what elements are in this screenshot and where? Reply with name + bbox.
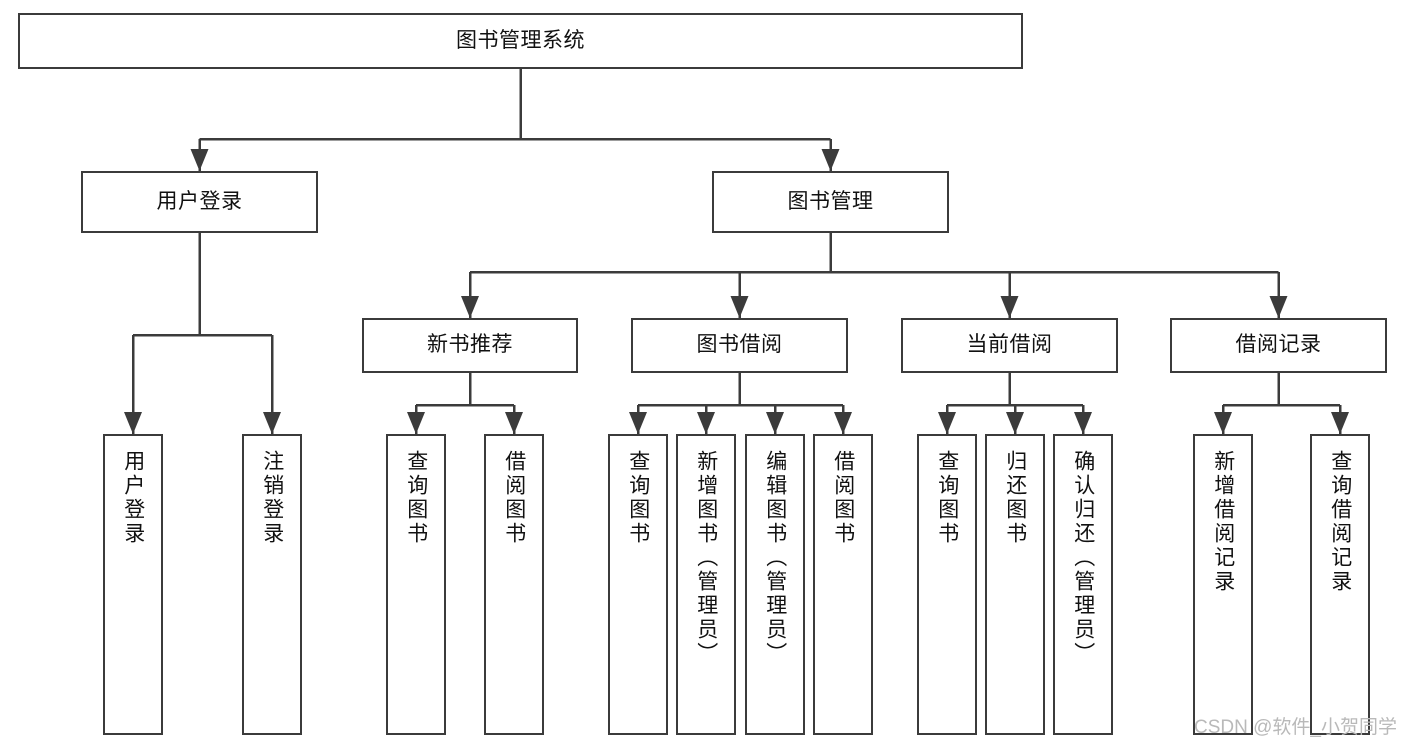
node-label: 用户登录 [121, 450, 145, 546]
arrowhead-leaf_cb_confirm [1074, 412, 1092, 434]
node-label: 确认归还（管理员） [1071, 450, 1095, 666]
node-leaf-bb-query[interactable]: 查询图书 [608, 434, 668, 735]
node-leaf-rec-query[interactable]: 查询借阅记录 [1310, 434, 1370, 735]
arrowhead-leaf_bb_borrow [834, 412, 852, 434]
node-leaf-cb-return[interactable]: 归还图书 [985, 434, 1045, 735]
node-label: 查询借阅记录 [1328, 450, 1352, 594]
node-label: 查询图书 [404, 450, 428, 546]
node-l2-borrow[interactable]: 图书借阅 [631, 318, 848, 373]
arrowhead-l1_book_mgmt [821, 149, 840, 171]
node-leaf-nb-borrow[interactable]: 借阅图书 [484, 434, 544, 735]
node-label: 查询图书 [626, 450, 650, 546]
node-leaf-bb-borrow[interactable]: 借阅图书 [813, 434, 873, 735]
arrowhead-leaf_user_login [124, 412, 142, 434]
node-l2-current[interactable]: 当前借阅 [901, 318, 1118, 373]
node-label: 新增借阅记录 [1211, 450, 1235, 594]
arrowhead-l2_new_book [461, 296, 479, 318]
node-label: 查询图书 [935, 450, 959, 546]
node-label: 用户登录 [156, 189, 243, 213]
node-leaf-cb-confirm[interactable]: 确认归还（管理员） [1053, 434, 1113, 735]
node-label: 新增图书（管理员） [694, 450, 718, 666]
arrowhead-leaf_bb_edit [766, 412, 784, 434]
arrowhead-l1_user_login [190, 149, 209, 171]
arrowhead-leaf_rec_query [1331, 412, 1349, 434]
arrowhead-leaf_cb_query [938, 412, 956, 434]
node-label: 新书推荐 [427, 333, 513, 357]
arrowhead-leaf_user_logout [263, 412, 281, 434]
node-leaf-rec-add[interactable]: 新增借阅记录 [1193, 434, 1253, 735]
node-label: 图书管理系统 [456, 28, 585, 52]
node-l2-records[interactable]: 借阅记录 [1170, 318, 1387, 373]
node-label: 注销登录 [260, 450, 284, 546]
node-root[interactable]: 图书管理系统 [18, 13, 1023, 69]
node-leaf-user-login[interactable]: 用户登录 [103, 434, 163, 735]
node-l1-book-mgmt[interactable]: 图书管理 [712, 171, 949, 233]
node-label: 借阅图书 [502, 450, 526, 546]
node-label: 图书借阅 [696, 333, 783, 357]
node-leaf-bb-add[interactable]: 新增图书（管理员） [676, 434, 736, 735]
arrowhead-l2_borrow [730, 296, 749, 318]
node-label: 借阅记录 [1235, 333, 1322, 357]
node-label: 归还图书 [1003, 450, 1027, 546]
arrowhead-leaf_cb_return [1006, 412, 1024, 434]
node-leaf-user-logout[interactable]: 注销登录 [242, 434, 302, 735]
arrowhead-leaf_bb_query [629, 412, 647, 434]
node-label: 当前借阅 [966, 333, 1053, 357]
arrowhead-leaf_nb_borrow [505, 412, 523, 434]
arrowhead-l2_records [1269, 296, 1288, 318]
node-l2-new-book[interactable]: 新书推荐 [362, 318, 578, 373]
watermark: CSDN @软件_小贺同学 [1194, 717, 1397, 738]
arrowhead-l2_current [1000, 296, 1019, 318]
node-label: 借阅图书 [831, 450, 855, 546]
arrowhead-leaf_rec_add [1214, 412, 1232, 434]
node-leaf-cb-query[interactable]: 查询图书 [917, 434, 977, 735]
node-leaf-bb-edit[interactable]: 编辑图书（管理员） [745, 434, 805, 735]
node-label: 图书管理 [787, 189, 874, 213]
node-leaf-nb-query[interactable]: 查询图书 [386, 434, 446, 735]
arrowhead-leaf_nb_query [407, 412, 425, 434]
arrowhead-leaf_bb_add [697, 412, 715, 434]
node-label: 编辑图书（管理员） [763, 450, 787, 666]
node-l1-user-login[interactable]: 用户登录 [81, 171, 318, 233]
